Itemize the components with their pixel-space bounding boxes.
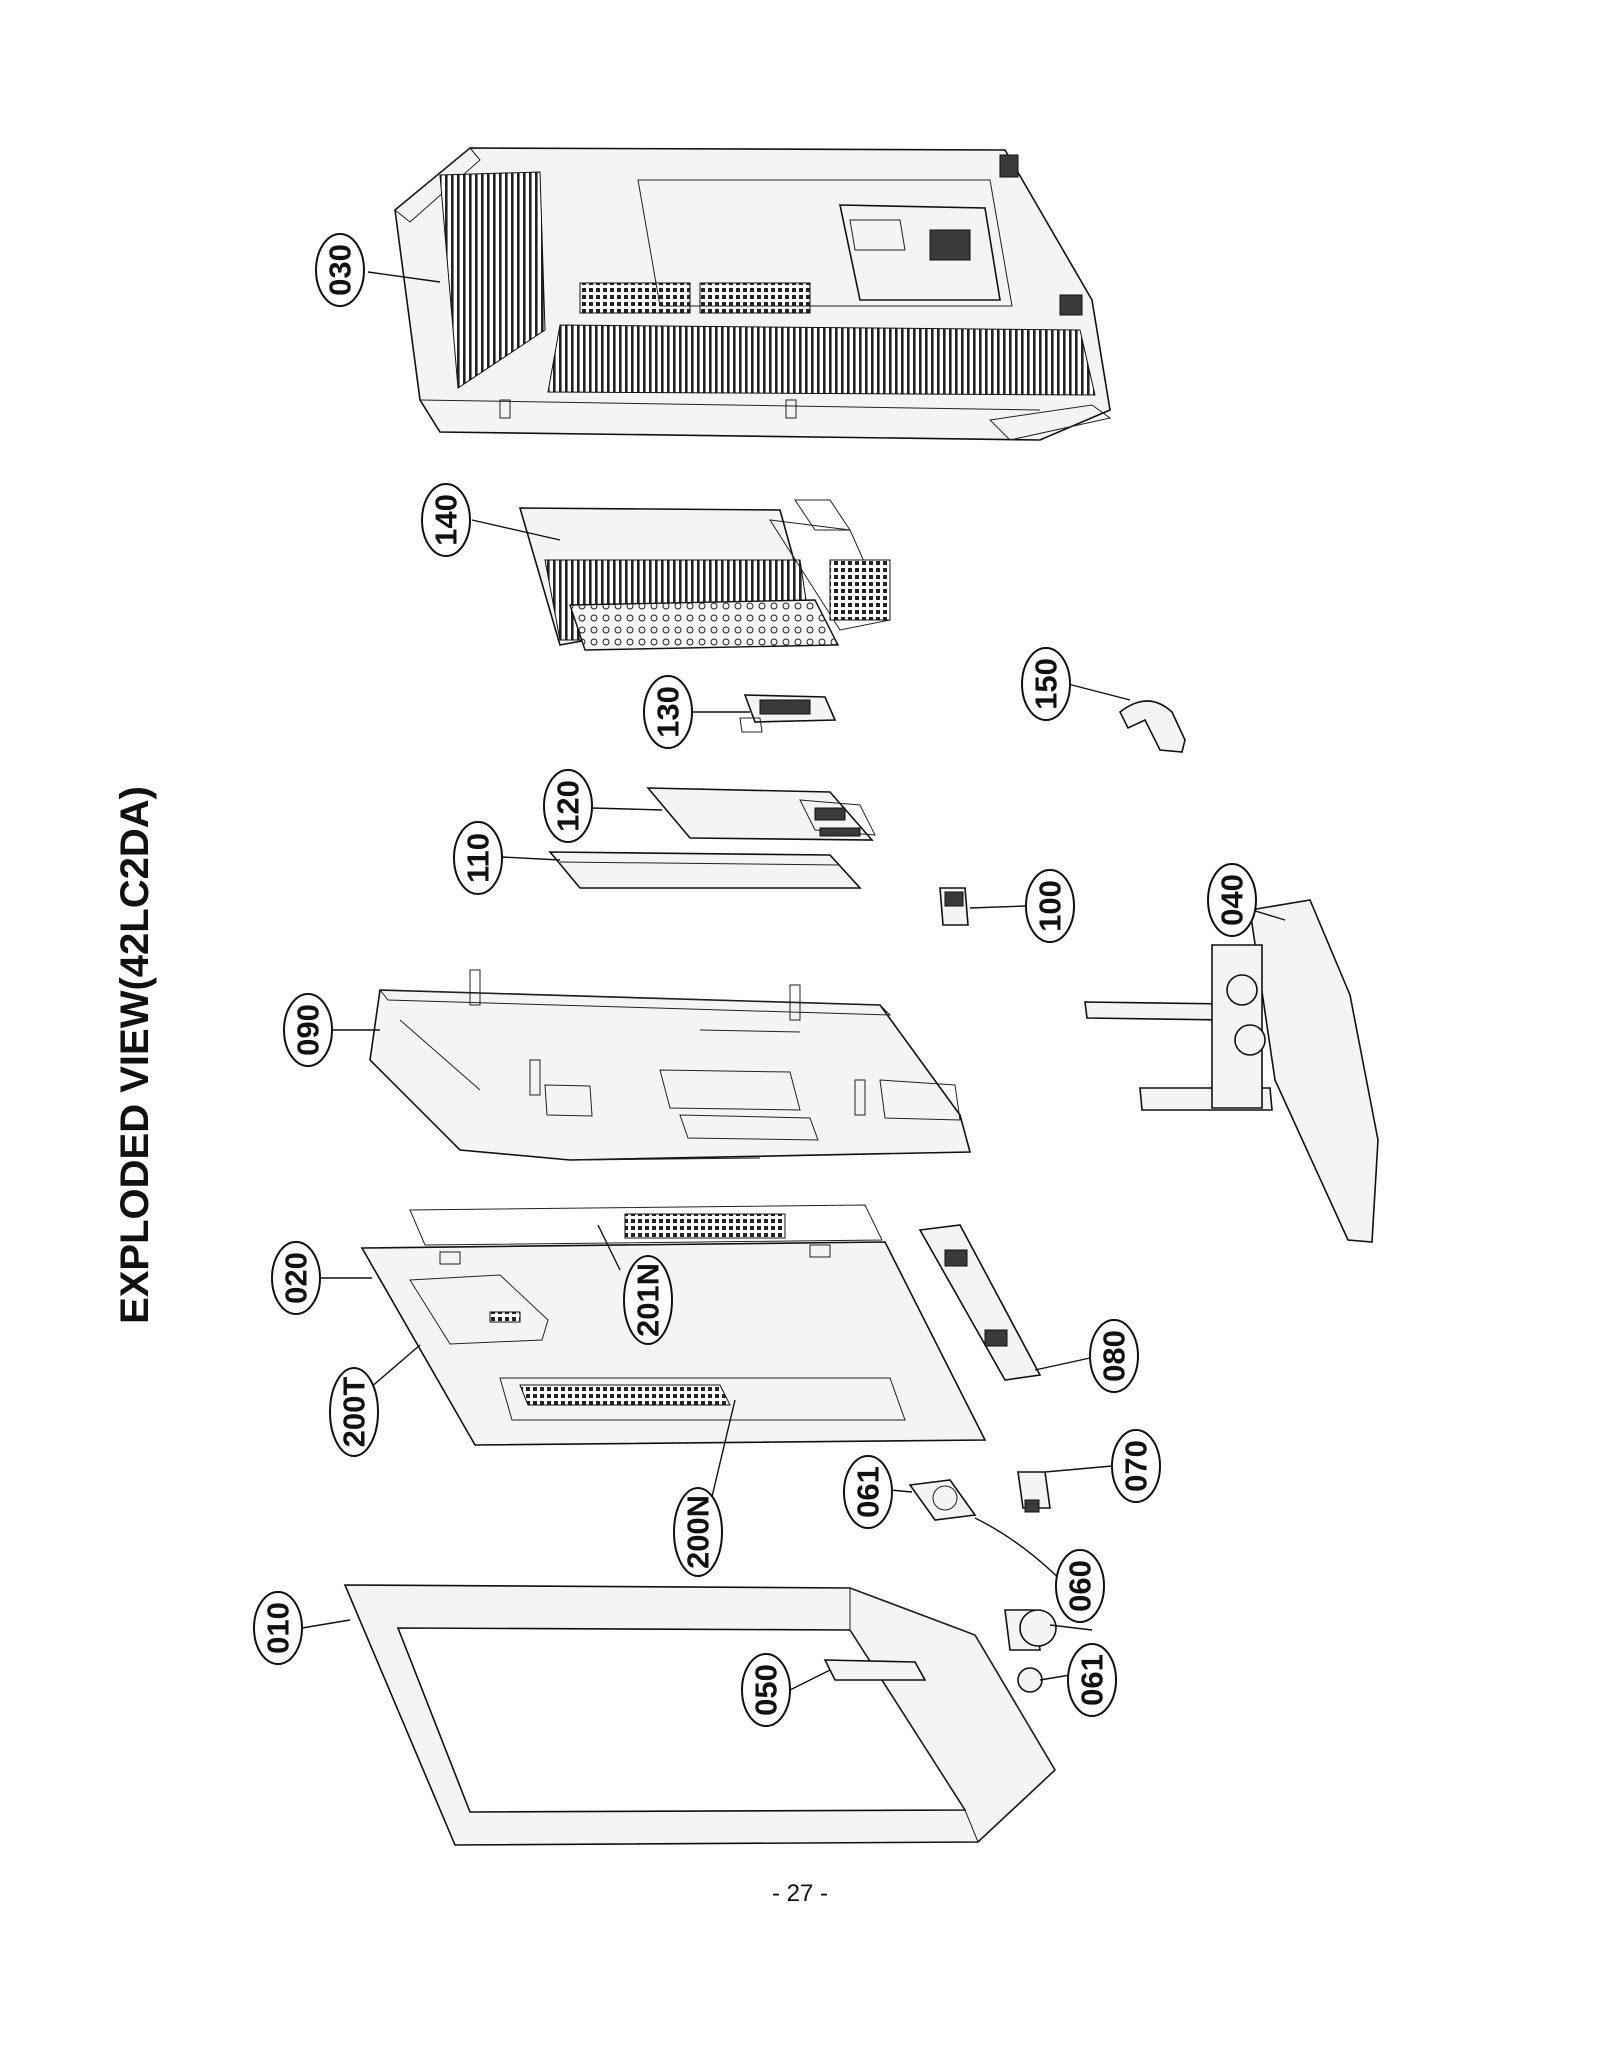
- svg-text:150: 150: [1029, 658, 1064, 710]
- svg-text:040: 040: [1215, 874, 1250, 926]
- callout-201N: 201N: [623, 1255, 673, 1345]
- small-board-070: [1017, 1471, 1051, 1513]
- side-bracket-080: [918, 1224, 1042, 1381]
- svg-text:010: 010: [261, 1602, 296, 1654]
- svg-text:060: 060: [1063, 1560, 1098, 1612]
- front-cabinet-010: [343, 1584, 1057, 1846]
- svg-text:050: 050: [749, 1664, 784, 1716]
- callout-010: 010: [253, 1591, 303, 1665]
- callout-060: 060: [1055, 1549, 1105, 1623]
- svg-text:140: 140: [429, 494, 464, 546]
- callout-030: 030: [315, 233, 365, 307]
- leader-lines: [301, 271, 1286, 1691]
- main-board-120: [646, 787, 876, 841]
- svg-text:090: 090: [291, 1004, 326, 1056]
- callout-130: 130: [643, 675, 693, 749]
- small-bracket-100: [939, 887, 969, 926]
- callout-150: 150: [1021, 647, 1071, 721]
- svg-text:100: 100: [1033, 880, 1068, 932]
- svg-text:200T: 200T: [337, 1377, 372, 1448]
- svg-text:200N: 200N: [681, 1495, 716, 1569]
- back-cover-030: [394, 147, 1112, 441]
- svg-text:030: 030: [323, 244, 358, 296]
- lcd-module-020: [360, 1204, 987, 1446]
- main-frame-090: [369, 969, 972, 1161]
- callout-070: 070: [1111, 1429, 1161, 1503]
- svg-text:020: 020: [279, 1252, 314, 1304]
- callout-061-top: 061: [843, 1455, 893, 1529]
- speaker-061-top: [908, 1479, 977, 1521]
- svg-text:120: 120: [551, 780, 586, 832]
- callout-020: 020: [271, 1241, 321, 1315]
- callout-140: 140: [421, 483, 471, 557]
- svg-text:070: 070: [1119, 1440, 1154, 1492]
- board-shield-110: [548, 851, 862, 889]
- bracket-130: [739, 694, 837, 733]
- callout-061-bottom: 061: [1067, 1643, 1117, 1717]
- callout-110: 110: [453, 821, 503, 895]
- svg-text:080: 080: [1097, 1330, 1132, 1382]
- svg-text:130: 130: [651, 686, 686, 738]
- page-number: - 27 -: [771, 1880, 828, 1907]
- cover-150: [1118, 700, 1186, 753]
- callout-080: 080: [1089, 1319, 1139, 1393]
- svg-text:201N: 201N: [631, 1263, 666, 1337]
- callout-040: 040: [1207, 863, 1257, 937]
- callout-120: 120: [543, 769, 593, 843]
- svg-text:061: 061: [1075, 1654, 1110, 1706]
- callout-200N: 200N: [673, 1487, 723, 1577]
- callout-090: 090: [283, 993, 333, 1067]
- callout-200T: 200T: [329, 1367, 379, 1457]
- callout-100: 100: [1025, 869, 1075, 943]
- svg-text:061: 061: [851, 1466, 886, 1518]
- stand-040: [1084, 899, 1379, 1243]
- power-supply-box-140: [518, 499, 891, 651]
- svg-text:110: 110: [461, 833, 496, 883]
- callout-050: 050: [741, 1653, 791, 1727]
